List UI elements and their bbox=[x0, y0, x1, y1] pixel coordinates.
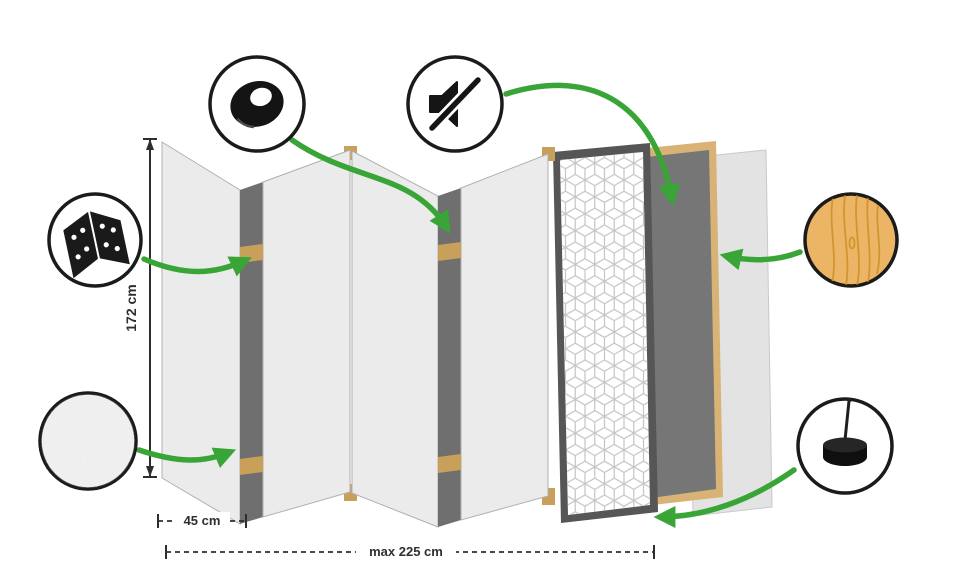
feature-wood bbox=[803, 192, 899, 288]
panel-width-label: 45 cm bbox=[184, 513, 221, 528]
fleece-texture-icon bbox=[41, 394, 135, 488]
feature-hinge bbox=[47, 192, 143, 288]
patterned-panel bbox=[553, 143, 658, 523]
wood-texture-icon bbox=[830, 195, 881, 285]
total-width-label: max 225 cm bbox=[369, 544, 443, 559]
panel-edge-2 bbox=[438, 188, 461, 527]
panel-2 bbox=[262, 149, 351, 518]
height-label: 172 cm bbox=[123, 284, 139, 331]
arrow-to-bottom-hinge bbox=[136, 447, 237, 468]
total-width-dimension: max 225 cm bbox=[165, 543, 655, 560]
feature-feltpad bbox=[796, 397, 894, 495]
panel-width-dimension: 45 cm bbox=[157, 512, 247, 529]
felt-pad-icon bbox=[823, 398, 867, 466]
arrow-from-feltpad bbox=[653, 467, 797, 528]
arrow-to-hinge bbox=[141, 256, 252, 277]
panel-1 bbox=[161, 141, 241, 525]
folding-screen bbox=[161, 141, 773, 528]
cube-pattern bbox=[560, 152, 650, 515]
feature-fleece bbox=[38, 391, 138, 491]
feature-tape bbox=[208, 55, 306, 153]
panel-4 bbox=[460, 153, 549, 521]
callout-arrows bbox=[136, 82, 803, 528]
muted-speaker-icon bbox=[425, 73, 485, 135]
arrow-from-mute bbox=[503, 82, 681, 207]
panel-3 bbox=[351, 150, 439, 528]
tape-roll-icon bbox=[230, 81, 284, 129]
dark-back-face bbox=[637, 150, 716, 499]
arrow-from-tape bbox=[289, 137, 451, 234]
arrow-from-wood bbox=[719, 248, 803, 271]
height-dimension: 172 cm bbox=[123, 138, 157, 478]
feature-sound-dampening bbox=[406, 55, 504, 153]
hinge-icon bbox=[63, 211, 130, 279]
